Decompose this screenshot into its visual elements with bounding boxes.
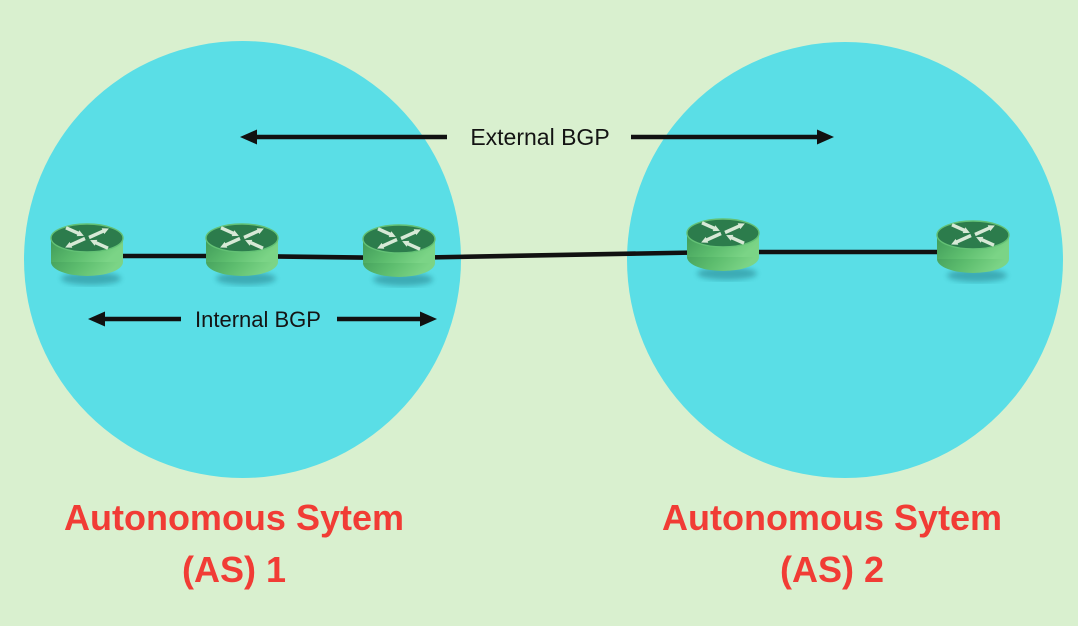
external-bgp-label: External BGP	[470, 124, 610, 150]
as1-router-2-icon	[202, 217, 282, 287]
as1-title-line1: Autonomous Sytem	[63, 497, 404, 538]
as1-router-3-icon	[359, 218, 439, 288]
as2-title: Autonomous Sytem (AS) 2	[612, 492, 1052, 596]
as1-title-line2: (AS) 1	[181, 549, 286, 591]
as2-router-2-icon	[933, 214, 1013, 284]
internal-bgp-label: Internal BGP	[195, 307, 321, 332]
as1-router-1-icon	[47, 217, 127, 287]
as2-title-line2: (AS) 2	[779, 549, 884, 591]
as2-title-line1: Autonomous Sytem	[661, 497, 1002, 538]
as2-router-1-icon	[683, 212, 763, 282]
as1-title: Autonomous Sytem (AS) 1	[14, 492, 454, 596]
